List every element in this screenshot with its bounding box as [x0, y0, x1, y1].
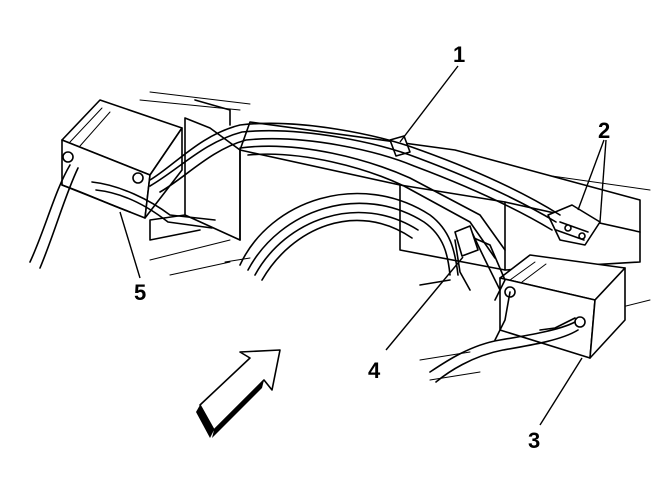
frame-rail — [149, 99, 641, 271]
leader-line-2b — [599, 139, 607, 223]
leader-line-3 — [539, 357, 583, 426]
callout-leader-lines — [119, 65, 607, 426]
left-battery-cables — [29, 164, 216, 269]
crossmember-arch — [239, 192, 459, 281]
leader-line-5 — [119, 211, 141, 279]
callout-2: 2 — [598, 118, 610, 143]
right-battery — [499, 254, 626, 359]
view-direction-arrow-icon — [196, 349, 281, 438]
callout-3: 3 — [528, 428, 540, 453]
junction-block — [547, 204, 601, 246]
right-battery-cables — [429, 291, 579, 383]
left-battery — [61, 99, 183, 219]
callout-4: 4 — [368, 358, 381, 383]
right-battery-terminal-icon — [574, 316, 586, 328]
leader-line-4 — [385, 256, 464, 351]
leader-line-1 — [399, 65, 459, 143]
left-battery-terminal-icon — [132, 172, 144, 184]
left-battery-terminal-icon — [62, 151, 74, 163]
callout-1: 1 — [453, 42, 465, 67]
leader-line-2a — [577, 139, 605, 211]
starter-relay — [419, 225, 479, 286]
callout-5: 5 — [134, 280, 146, 305]
